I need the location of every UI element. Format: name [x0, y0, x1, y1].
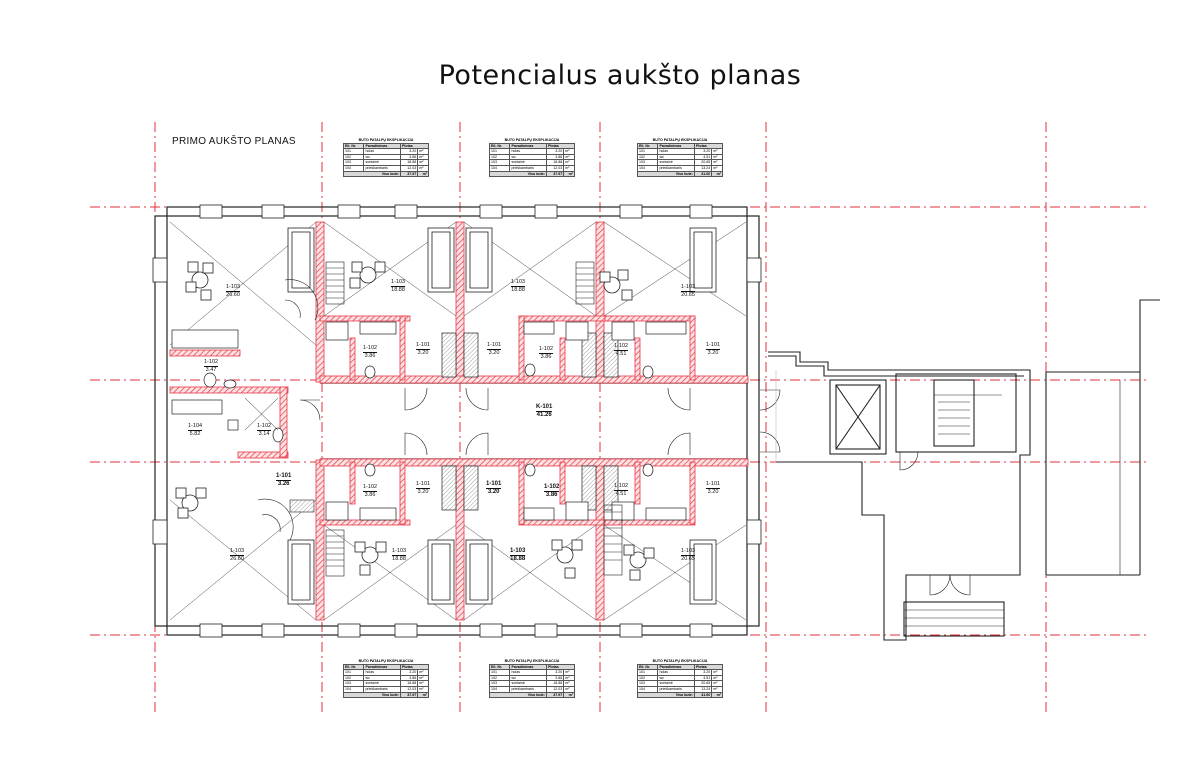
explication-table: BUTO PATALPŲ EKSPLIKACIJA Eil. Nr.Pavadi… — [488, 659, 575, 699]
table-caption: BUTO PATALPŲ EKSPLIKACIJA — [504, 138, 560, 142]
explication-table: BUTO PATALPŲ EKSPLIKACIJA Eil. Nr.Pavadi… — [342, 138, 429, 178]
explication-table: BUTO PATALPŲ EKSPLIKACIJA Eil. Nr.Pavadi… — [342, 659, 429, 699]
table-caption: BUTO PATALPŲ EKSPLIKACIJA — [652, 138, 708, 142]
corridor-walls — [320, 382, 748, 460]
plan-label: PRIMO AUKŠTO PLANAS — [172, 136, 296, 147]
table-chairs — [175, 261, 655, 581]
door-swings — [299, 387, 781, 456]
table-caption: BUTO PATALPŲ EKSPLIKACIJA — [358, 659, 414, 663]
table-caption: BUTO PATALPŲ EKSPLIKACIJA — [358, 138, 414, 142]
outer-walls — [154, 206, 760, 636]
page-title: Potencialus aukšto planas — [438, 60, 802, 91]
explication-table: BUTO PATALPŲ EKSPLIKACIJA Eil. Nr.Pavadi… — [488, 138, 575, 178]
explication-table: BUTO PATALPŲ EKSPLIKACIJA Eil. Nr.Pavadi… — [636, 138, 723, 178]
sofa-furniture — [287, 227, 717, 605]
unit-stairs — [257, 261, 623, 577]
table-caption: BUTO PATALPŲ EKSPLIKACIJA — [652, 659, 708, 663]
annex-building — [768, 299, 1160, 641]
windows — [152, 204, 762, 638]
explication-table: BUTO PATALPŲ EKSPLIKACIJA Eil. Nr.Pavadi… — [636, 659, 723, 699]
new-partitions — [169, 221, 749, 621]
table-caption: BUTO PATALPŲ EKSPLIKACIJA — [504, 659, 560, 663]
bathroom-fixtures — [171, 321, 687, 521]
ventilation-shafts — [441, 332, 619, 511]
